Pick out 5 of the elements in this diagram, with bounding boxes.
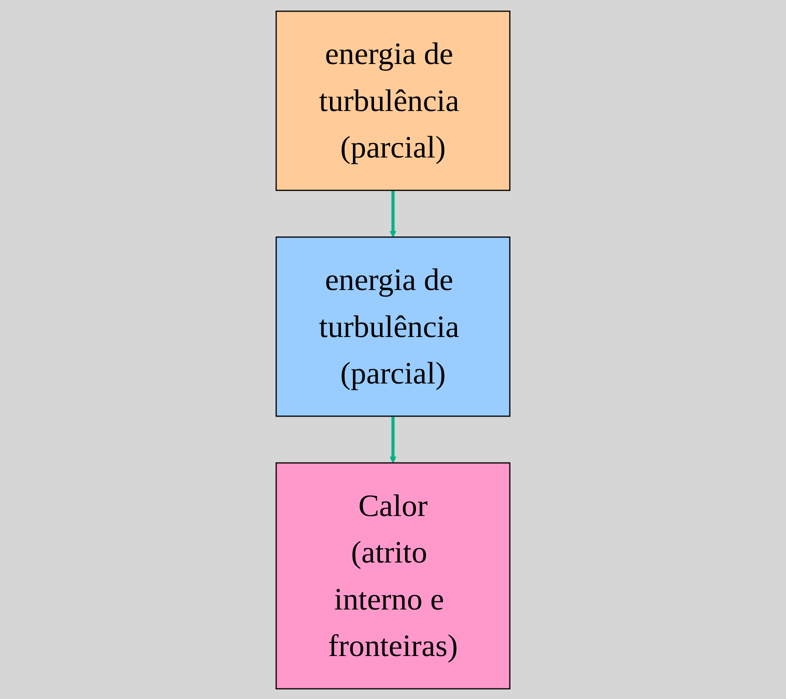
- process-box: Calor (atrito interno e fronteiras): [276, 462, 510, 689]
- arrow: [390, 190, 396, 237]
- process-box: energia de turbulência (parcial): [276, 236, 510, 416]
- process-box: energia de turbulência (parcial): [276, 10, 510, 190]
- arrow: [390, 416, 396, 463]
